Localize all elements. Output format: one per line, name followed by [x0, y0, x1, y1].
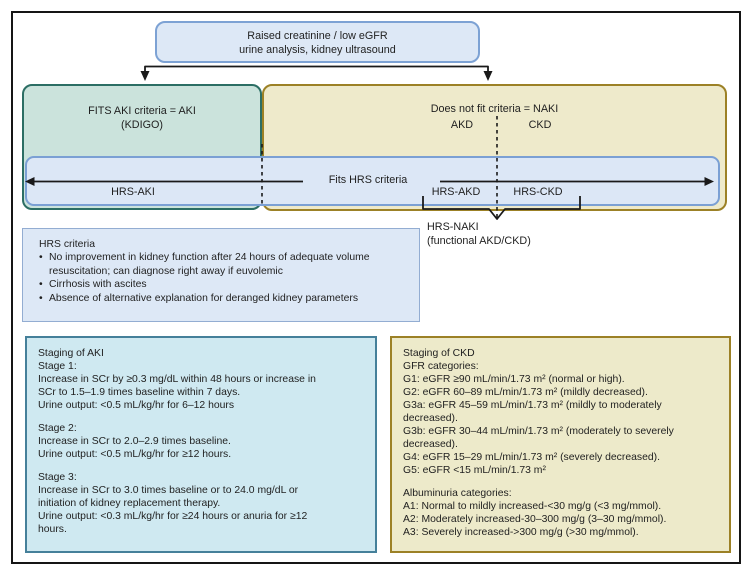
hrs-ckd-label: HRS-CKD [513, 186, 563, 198]
hrs-criteria-bullet: Absence of alternative explanation for d… [39, 292, 415, 306]
ckd-staging-paragraph: Albuminuria categories: A1: Normal to mi… [403, 488, 667, 538]
hrs-naki-line2: (functional AKD/CKD) [427, 234, 531, 247]
raised-creatinine-line1: Raised creatinine / low eGFR [247, 30, 388, 42]
hrs-naki-line1: HRS-NAKI [427, 221, 479, 233]
hrs-naki-callout: HRS-NAKI (functional AKD/CKD) [427, 221, 627, 248]
fits-hrs-criteria-label: Fits HRS criteria [328, 174, 408, 186]
ckd-staging-paragraph: Staging of CKD GFR categories: G1: eGFR … [403, 348, 674, 476]
fits-aki-line2: (KDIGO) [121, 119, 163, 131]
aki-staging-paragraph: Staging of AKI Stage 1: Increase in SCr … [38, 348, 316, 411]
ckd-label: CKD [528, 119, 552, 131]
fits-aki-line1: FITS AKI criteria = AKI [88, 105, 196, 117]
aki-staging-paragraph: Stage 2: Increase in SCr to 2.0–2.9 time… [38, 423, 232, 460]
hrs-akd-label: HRS-AKD [431, 186, 481, 198]
hrs-criteria-bullet: No improvement in kidney function after … [39, 251, 415, 278]
akd-label: AKD [450, 119, 474, 131]
aki-staging-paragraph: Stage 3: Increase in SCr to 3.0 times ba… [38, 472, 308, 535]
hrs-criteria-list: No improvement in kidney function after … [39, 251, 415, 305]
raised-creatinine-line2: urine analysis, kidney ultrasound [239, 44, 396, 56]
hrs-aki-label: HRS-AKI [111, 186, 155, 198]
staging-of-aki-box: Staging of AKI Stage 1: Increase in SCr … [25, 336, 377, 553]
hrs-criteria-bullet: Cirrhosis with ascites [39, 278, 415, 292]
hrs-criteria-title: HRS criteria [39, 239, 96, 250]
staging-of-ckd-box: Staging of CKD GFR categories: G1: eGFR … [390, 336, 731, 553]
raised-creatinine-box: Raised creatinine / low eGFR urine analy… [155, 21, 480, 63]
figure-frame [11, 11, 741, 564]
hrs-criteria-box: HRS criteria No improvement in kidney fu… [22, 228, 420, 322]
naki-title: Does not fit criteria = NAKI [430, 103, 559, 115]
